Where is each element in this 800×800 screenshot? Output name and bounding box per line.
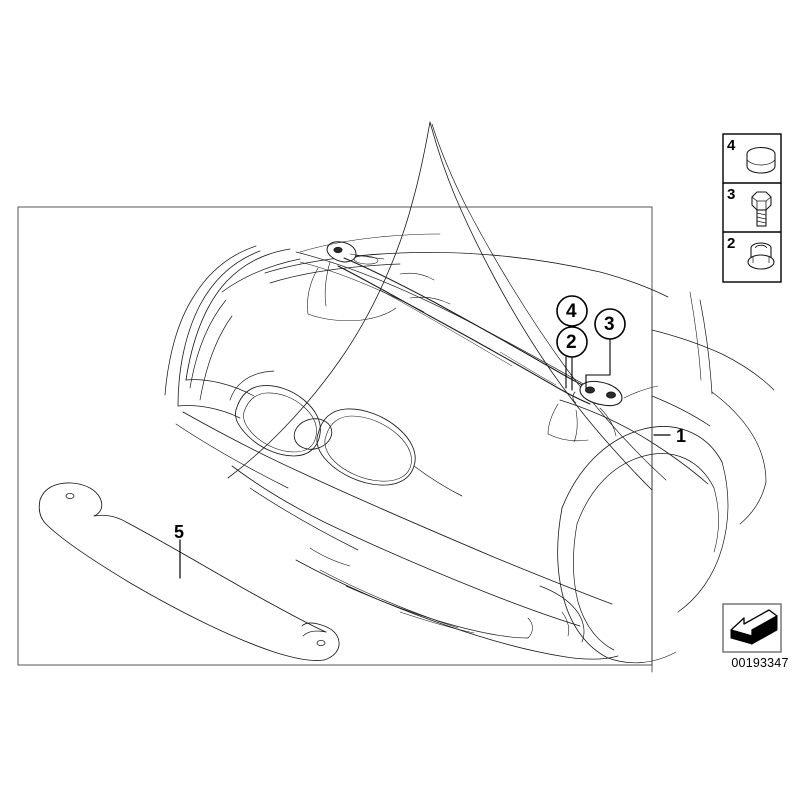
- legend-item-3-number: 3: [727, 186, 736, 203]
- cap-cover-icon: [746, 146, 776, 174]
- callout-1-label: 1: [676, 426, 687, 446]
- arrow-block-icon: [730, 609, 778, 645]
- diagram-id: 00193347: [731, 656, 789, 670]
- flange-nut-icon: [747, 242, 775, 270]
- legend-item-4-number: 4: [727, 137, 736, 154]
- callout-bubble-4-label: 4: [566, 301, 577, 322]
- callout-5-label: 5: [174, 522, 185, 542]
- legend-item-2-number: 2: [727, 235, 736, 252]
- callout-bubble-2-label: 2: [566, 332, 577, 353]
- hex-bolt-icon: [751, 191, 772, 227]
- callout-bubble-3-label: 3: [604, 314, 615, 335]
